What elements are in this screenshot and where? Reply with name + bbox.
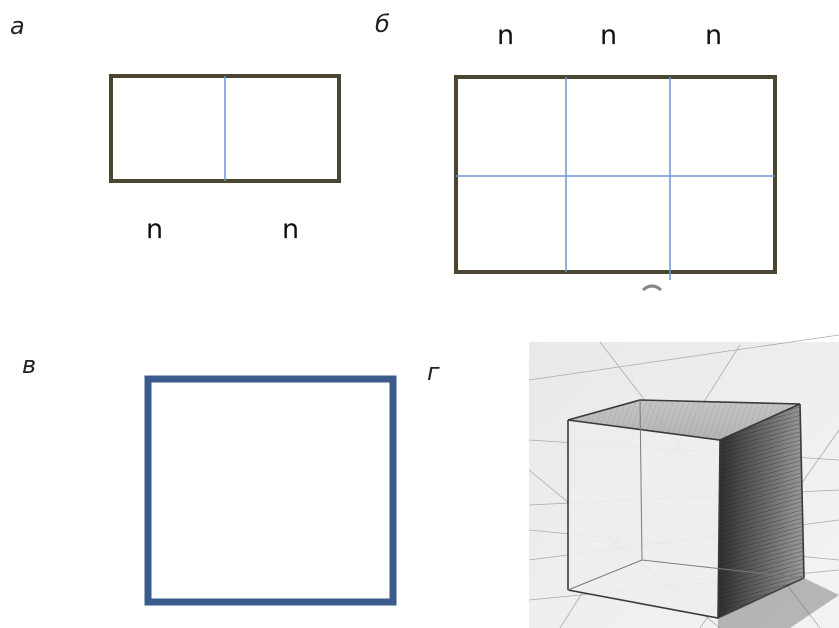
division-label: n (497, 20, 515, 51)
panel-label-v: в (22, 351, 37, 379)
panel-label-g: г (427, 358, 440, 386)
small-mark (642, 284, 662, 292)
panel-v-square (144, 375, 397, 606)
cube-sketch (528, 334, 839, 628)
division-label: n (600, 20, 618, 51)
panel-a-rectangle (109, 74, 341, 183)
division-label: n (705, 20, 723, 51)
panel-label-b: б (375, 10, 390, 38)
division-label: n (282, 214, 300, 245)
panel-label-a: а (10, 12, 25, 40)
panel-b-grid (454, 75, 777, 292)
division-label: n (146, 214, 164, 245)
